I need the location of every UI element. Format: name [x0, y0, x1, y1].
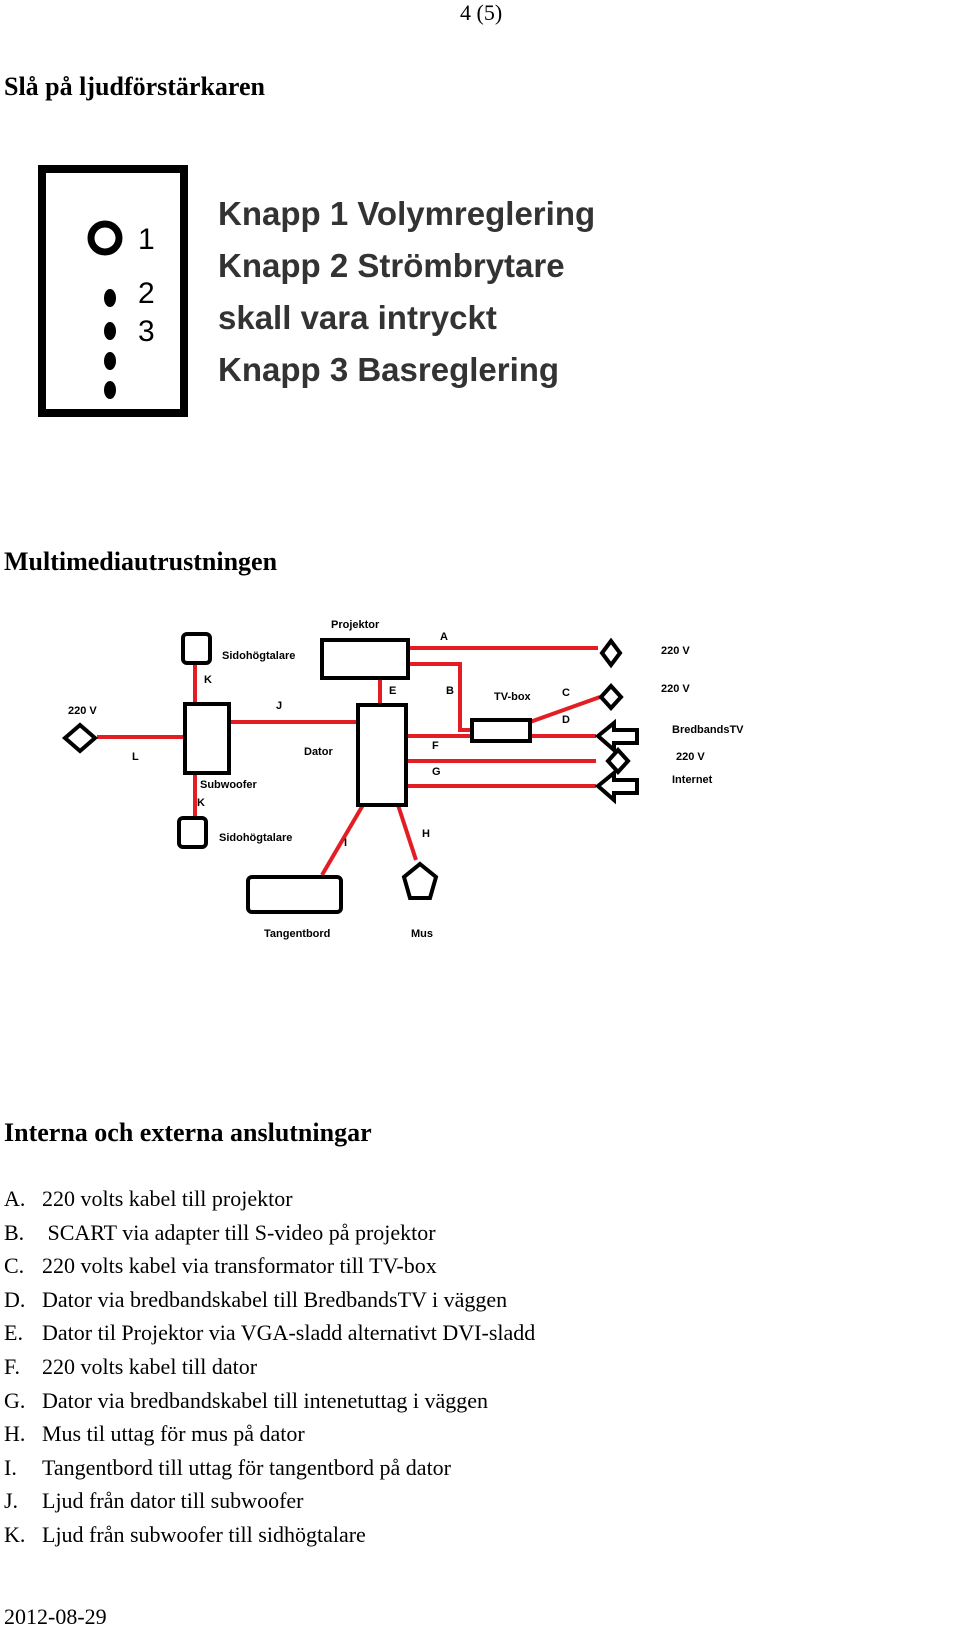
knob-2	[104, 289, 116, 307]
footer-date: 2012-08-29	[4, 1604, 107, 1629]
list-item: D.Dator via bredbandskabel till Bredband…	[4, 1286, 508, 1312]
projector-box	[320, 638, 410, 680]
label-sidohogtalare-top: Sidohögtalare	[222, 650, 295, 662]
outlet-a-icon	[599, 637, 623, 669]
letter-G: G	[432, 766, 441, 778]
letter-B: B	[446, 685, 454, 697]
outlet-f-icon	[605, 747, 631, 775]
wiring-diagram: Projektor Sidohögtalare Subwoofer Sidohö…	[61, 619, 744, 940]
list-item: H.Mus til uttag för mus på dator	[4, 1421, 305, 1447]
arrow-internet-icon	[594, 768, 639, 805]
label-220v-left: 220 V	[68, 705, 97, 717]
legend-line-1: Knapp 1 Volymreglering	[218, 195, 595, 232]
section-title-amplifier: Slå på ljudförstärkaren	[4, 72, 265, 101]
label-subwoofer: Subwoofer	[200, 779, 258, 791]
speaker-bottom	[177, 816, 208, 849]
panel-label-1: 1	[138, 223, 155, 256]
amplifier-figure: 1 2 3 Knapp 1 Volymreglering Knapp 2 Str…	[38, 165, 595, 417]
label-bredbandstv: BredbandsTV	[672, 724, 744, 736]
speaker-top	[181, 632, 212, 665]
letter-J: J	[276, 700, 282, 712]
subwoofer-box	[183, 702, 231, 775]
letter-H: H	[422, 828, 430, 840]
letter-L: L	[132, 751, 139, 763]
tvbox-box	[470, 718, 532, 743]
list-item: I.Tangentbord till uttag för tangentbord…	[4, 1454, 452, 1480]
list-item: A.220 volts kabel till projektor	[4, 1186, 293, 1211]
amplifier-panel	[38, 165, 188, 417]
legend-line-3: skall vara intryckt	[218, 299, 497, 336]
letter-K-bottom: K	[197, 797, 205, 809]
panel-label-2: 2	[138, 277, 155, 310]
letter-I: I	[344, 837, 347, 849]
label-tangentbord: Tangentbord	[264, 928, 330, 940]
label-sidohogtalare-bottom: Sidohögtalare	[219, 832, 292, 844]
label-220v-a: 220 V	[661, 645, 690, 657]
mouse-pentagon	[401, 861, 439, 900]
label-tvbox: TV-box	[494, 691, 532, 703]
keyboard-box	[246, 875, 343, 914]
knob-4	[104, 352, 116, 370]
list-item: F.220 volts kabel till dator	[4, 1353, 258, 1379]
outlet-left-icon	[61, 722, 99, 754]
section-title-connections: Interna och externa anslutningar	[4, 1118, 372, 1147]
letter-E: E	[389, 685, 396, 697]
computer-box	[356, 703, 408, 807]
label-mus: Mus	[411, 928, 433, 940]
label-220v-f: 220 V	[676, 751, 705, 763]
letter-C: C	[562, 687, 570, 699]
list-item: E.Dator til Projektor via VGA-sladd alte…	[4, 1320, 536, 1346]
list-item: B. SCART via adapter till S-video på pro…	[4, 1219, 436, 1245]
knob-1	[87, 220, 123, 256]
list-item: K.Ljud från subwoofer till sidhögtalare	[4, 1521, 366, 1547]
knob-3	[104, 322, 116, 340]
outlet-c-icon	[598, 683, 624, 711]
letter-D: D	[562, 714, 570, 726]
letter-K-top: K	[204, 674, 212, 686]
legend-line-4: Knapp 3 Basreglering	[218, 351, 559, 388]
page-number: 4 (5)	[460, 0, 503, 25]
arrow-bredbandstv-icon	[594, 718, 639, 755]
label-220v-c: 220 V	[661, 683, 690, 695]
label-dator: Dator	[304, 746, 333, 758]
list-item: G.Dator via bredbandskabel till intenetu…	[4, 1387, 488, 1413]
connection-list: A.220 volts kabel till projektor B. SCAR…	[4, 1182, 535, 1552]
letter-F: F	[432, 740, 439, 752]
list-item: C.220 volts kabel via transformator till…	[4, 1253, 437, 1279]
panel-label-3: 3	[138, 315, 155, 348]
legend-line-2: Knapp 2 Strömbrytare	[218, 247, 565, 284]
section-title-multimedia: Multimediautrustningen	[4, 547, 278, 576]
label-internet: Internet	[672, 774, 713, 786]
list-item: J.Ljud från dator till subwoofer	[4, 1488, 304, 1514]
knob-5	[104, 381, 116, 399]
label-projektor: Projektor	[331, 619, 380, 631]
letter-A: A	[440, 631, 448, 643]
